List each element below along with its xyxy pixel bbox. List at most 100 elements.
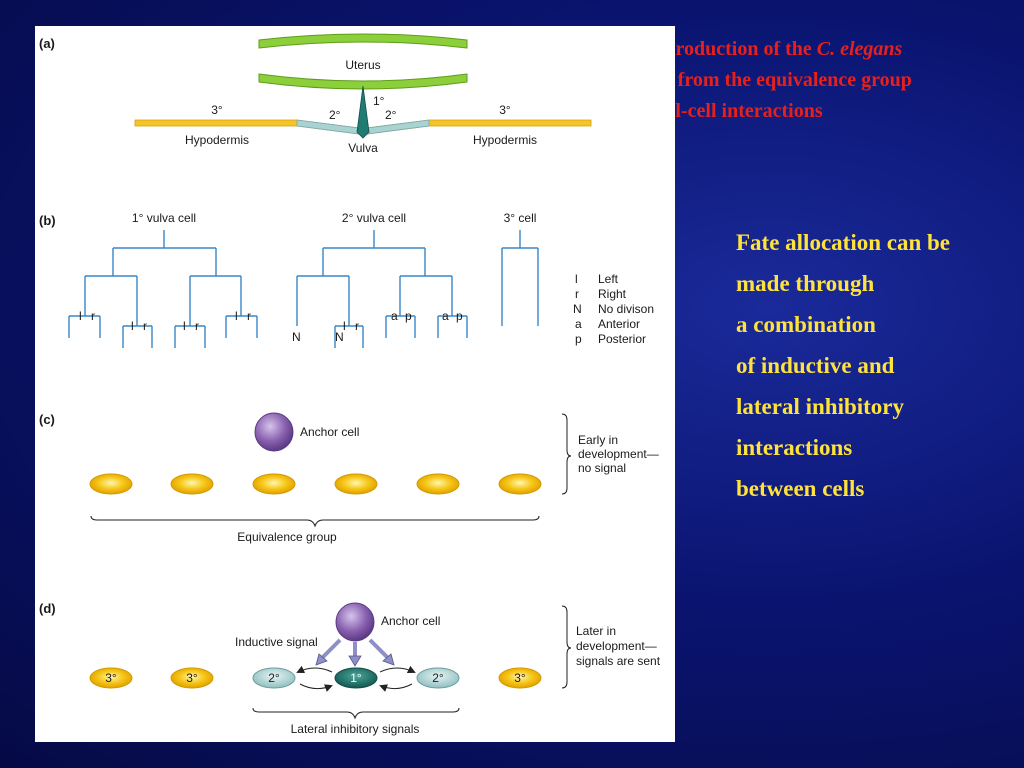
inductive-arrow-center-head [348, 655, 362, 667]
early-note: no signal [578, 461, 626, 475]
late-cell-labels: 3° 3° 2° 1° 2° 3° [105, 671, 526, 685]
secondary-cell [416, 667, 460, 689]
lineage-l: l [131, 319, 134, 333]
title-line-3: by cell-cell interactions [626, 100, 823, 122]
lineage-n: N [292, 330, 301, 344]
early-note: development— [578, 447, 659, 461]
legend-key: N [573, 302, 582, 316]
body-text: Fate allocation can be made through a co… [736, 222, 1016, 509]
lateral-arrow [296, 665, 333, 674]
inductive-arrow-left-head [315, 653, 328, 666]
early-note: Early in [578, 433, 618, 447]
panel-a-secondary-left: 2° [329, 108, 341, 122]
body-line: made through [736, 271, 875, 296]
lineage-r: r [143, 319, 147, 333]
lineage-r: r [247, 309, 251, 323]
legend-key: r [575, 287, 579, 301]
lineage-r: r [195, 319, 199, 333]
legend-text: Right [598, 287, 627, 301]
equivalence-cells [89, 473, 542, 495]
late-note: development— [576, 639, 657, 653]
title-species: C. elegans [816, 38, 903, 60]
lineage-p: p [456, 309, 463, 323]
lineage-a: a [442, 309, 449, 323]
title-line-1: The production of the C. elegans [626, 34, 1016, 65]
legend-key: l [575, 272, 578, 286]
legend-key: p [575, 332, 582, 346]
tertiary-cell [498, 667, 542, 689]
early-bracket [561, 413, 572, 495]
anchor-cell-early [254, 412, 294, 452]
inductive-arrow-right-head [382, 653, 395, 666]
uterus-label: Uterus [345, 58, 380, 72]
legend-key: a [575, 317, 582, 331]
cell-fate-label: 1° [350, 671, 362, 685]
legend-text: No divison [598, 302, 654, 316]
lineage-r: r [91, 309, 95, 323]
figure-svg: (a) Uterus 1° 2° 2° 3° 3° Hypodermis Hyp… [39, 33, 661, 736]
lineage-l: l [79, 309, 82, 323]
lineage-r: r [355, 319, 359, 333]
body-line: a combination [736, 312, 876, 337]
tertiary-cell [89, 667, 133, 689]
equivalence-group-bracket [90, 515, 540, 528]
legend-text: Posterior [598, 332, 646, 346]
secondary-vulva-cell-label: 2° vulva cell [342, 211, 406, 225]
anchor-cell-late [335, 602, 375, 642]
tertiary-cell-label: 3° cell [504, 211, 537, 225]
panel-a-tertiary-left: 3° [211, 103, 223, 117]
late-bracket [561, 605, 572, 689]
primary-vulva-cell-label: 1° vulva cell [132, 211, 196, 225]
primary-lineage-tree [68, 230, 258, 348]
left-secondary-vulva-cell [296, 119, 360, 135]
cell-fate-label: 3° [186, 671, 198, 685]
title-line-2: vulva from the equivalence group [626, 69, 912, 91]
anchor-cell-early-label: Anchor cell [300, 425, 359, 439]
cell-fate-label: 3° [514, 671, 526, 685]
uterus-bottom-membrane [258, 73, 468, 90]
uterus-top-membrane [258, 33, 468, 49]
secondary-cell [252, 667, 296, 689]
vulva-figure: (a) Uterus 1° 2° 2° 3° 3° Hypodermis Hyp… [35, 26, 675, 742]
secondary-lineage-tree [296, 230, 468, 348]
anchor-cell-late-label: Anchor cell [381, 614, 440, 628]
panel-d-label: (d) [39, 601, 56, 616]
late-note: signals are sent [576, 654, 661, 668]
lineage-l: l [235, 309, 238, 323]
panel-b-label: (b) [39, 213, 56, 228]
body-line: between cells [736, 476, 865, 501]
hypodermis-right-label: Hypodermis [473, 133, 537, 147]
equivalence-cell [252, 473, 296, 495]
equivalence-cell [498, 473, 542, 495]
equivalence-cell [334, 473, 378, 495]
body-line: Fate allocation can be [736, 230, 950, 255]
lineage-legend: l Left r Right N No divison a Anterior p… [573, 272, 654, 346]
equivalence-cell [416, 473, 460, 495]
vulva-label: Vulva [348, 141, 378, 155]
legend-text: Anterior [598, 317, 640, 331]
inductive-arrow-right [368, 638, 390, 660]
equivalence-cell [89, 473, 133, 495]
lineage-n: N [335, 330, 344, 344]
inductive-signal-arrows [315, 638, 395, 667]
inductive-signal-label: Inductive signal [235, 635, 318, 649]
lateral-arrow [379, 683, 413, 692]
lateral-arrow [299, 683, 333, 692]
tertiary-cell [170, 667, 214, 689]
lineage-labels: l r l r l r l r N l r N a p a p [79, 309, 463, 344]
slide-title: The production of the C. elegans vulva f… [626, 34, 1016, 127]
lateral-bracket [252, 707, 460, 720]
late-cells [89, 667, 542, 689]
legend-text: Left [598, 272, 619, 286]
cell-fate-label: 3° [105, 671, 117, 685]
hypodermis-left-label: Hypodermis [185, 133, 249, 147]
lateral-arrow [379, 665, 416, 674]
lateral-inhibitory-label: Lateral inhibitory signals [291, 722, 420, 736]
lineage-l: l [343, 319, 346, 333]
panel-c-label: (c) [39, 412, 55, 427]
primary-cell [334, 667, 378, 689]
body-line: of inductive and [736, 353, 895, 378]
cell-fate-label: 2° [268, 671, 280, 685]
lineage-p: p [405, 309, 412, 323]
panel-a-label: (a) [39, 36, 55, 51]
